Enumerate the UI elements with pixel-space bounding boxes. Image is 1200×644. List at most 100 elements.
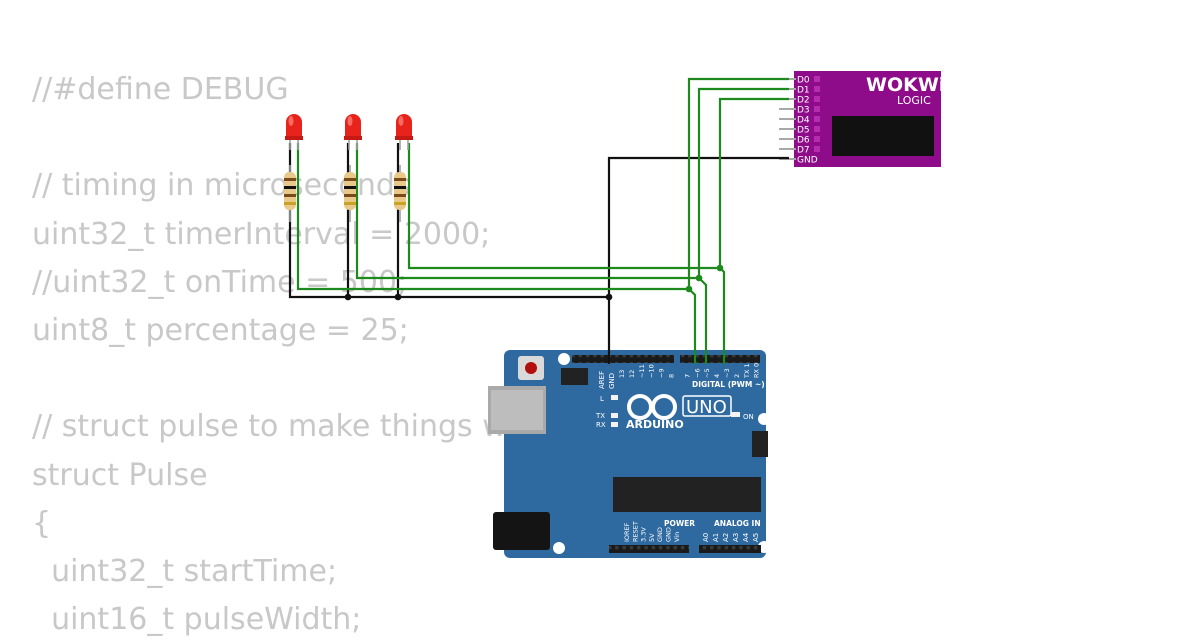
logic-pin-label: D3 xyxy=(797,106,810,116)
digital-header[interactable] xyxy=(572,355,674,363)
resistor-band xyxy=(284,178,296,181)
wire-d1-logic[interactable] xyxy=(697,87,789,278)
resistor-band xyxy=(344,178,356,181)
digital-pin-label: TX 1 xyxy=(743,363,751,379)
wire-led3-signal[interactable] xyxy=(407,143,726,364)
logic-pin-label: D2 xyxy=(797,96,810,106)
analog-pin-label: A0 xyxy=(702,533,710,542)
junction-dot xyxy=(394,293,402,301)
led-tx-label: TX xyxy=(595,412,605,420)
resistor-band xyxy=(394,194,406,197)
power-jack xyxy=(493,512,550,550)
resistor-band xyxy=(394,202,406,205)
usb-connector-inner xyxy=(491,390,543,430)
resistor-band xyxy=(284,186,296,189)
logic-subtitle: LOGIC xyxy=(897,94,931,107)
logic-pin-label: D4 xyxy=(797,116,810,126)
logic-pin-pad xyxy=(814,106,820,112)
logic-pin-label: D1 xyxy=(797,86,810,96)
analog-pin-label: A4 xyxy=(742,532,750,542)
uno-label-box xyxy=(682,395,732,417)
logic-pin-pad xyxy=(814,76,820,82)
logic-pin-pad xyxy=(814,126,820,132)
resistor[interactable] xyxy=(394,165,406,222)
red-led[interactable] xyxy=(285,114,303,150)
analog-header[interactable] xyxy=(699,545,761,553)
wire-d0-logic[interactable] xyxy=(687,77,789,289)
digital-pin-label: 7 xyxy=(683,374,691,378)
code-line: // struct pulse to make things wo xyxy=(32,409,526,445)
logic-display xyxy=(832,116,934,156)
power-pin-label: GND xyxy=(656,527,664,542)
power-pin-label: Vin xyxy=(673,532,681,542)
logic-pin-pad xyxy=(814,116,820,122)
led-highlight xyxy=(288,116,294,126)
led-group[interactable] xyxy=(284,114,413,222)
mounting-hole xyxy=(553,542,565,554)
reset-button-cap[interactable] xyxy=(525,362,537,374)
digital-pin-label: ~11 xyxy=(638,364,646,378)
code-line: //#define DEBUG xyxy=(32,72,289,107)
led-l-indicator xyxy=(611,395,618,400)
led-rim xyxy=(395,136,413,140)
power-pin-label: GND xyxy=(665,527,673,542)
led-rim xyxy=(344,136,362,140)
code-line: { xyxy=(32,505,52,541)
resistor[interactable] xyxy=(284,165,296,222)
aref-label: AREF xyxy=(598,371,606,389)
analog-pin-label: A5 xyxy=(752,533,760,542)
power-header[interactable] xyxy=(609,545,689,553)
code-line: uint32_t timerInterval = 2000; xyxy=(32,216,491,252)
wire-d2-logic[interactable] xyxy=(718,97,789,268)
logic-pin-pad xyxy=(814,96,820,102)
led-highlight xyxy=(398,116,404,126)
logic-pin-label: D5 xyxy=(797,126,810,136)
resistor-band xyxy=(344,194,356,197)
power-pin-label: 3.3V xyxy=(640,527,648,542)
red-led[interactable] xyxy=(395,114,413,150)
analog-pin-label: A1 xyxy=(712,533,720,542)
resistor-band xyxy=(394,178,406,181)
on-label: ON xyxy=(743,413,754,421)
resistor-body xyxy=(394,172,406,210)
digital-pin-label: 12 xyxy=(628,370,636,378)
logic-pin-label: D7 xyxy=(797,146,810,156)
digital-pin-label: 2 xyxy=(733,374,741,378)
logic-pin-label: D6 xyxy=(797,136,810,146)
junction-dot xyxy=(716,264,724,272)
wires[interactable] xyxy=(288,77,789,364)
gnd-label: GND xyxy=(608,373,616,389)
code-line: uint8_t percentage = 25; xyxy=(32,312,409,348)
junction-dot xyxy=(685,285,693,293)
red-led[interactable] xyxy=(344,114,362,150)
led-highlight xyxy=(347,116,353,126)
digital-pin-label: 13 xyxy=(618,370,626,378)
digital-pin-label: ~6 xyxy=(693,368,701,378)
microcontroller-chip xyxy=(613,477,761,512)
wire-gnd-bus[interactable] xyxy=(288,143,609,299)
digital-pin-label: 4 xyxy=(713,374,721,378)
led-rx-indicator xyxy=(611,422,618,427)
resistor-body xyxy=(284,172,296,210)
logic-pin-pad xyxy=(814,136,820,142)
icsp-header-2 xyxy=(752,431,768,457)
logic-brand: WOKWi xyxy=(866,74,945,96)
resistor-band xyxy=(284,202,296,205)
code-line: //uint32_t onTime = 500; xyxy=(32,264,408,300)
resistor[interactable] xyxy=(344,165,356,222)
resistor-band xyxy=(394,186,406,189)
mounting-hole xyxy=(758,413,770,425)
digital-header-2[interactable] xyxy=(680,355,760,363)
digital-pin-label: RX 0 xyxy=(753,363,761,378)
led-body xyxy=(345,114,361,138)
power-pin-label: RESET xyxy=(631,521,639,542)
led-rim xyxy=(285,136,303,140)
led-rx-label: RX xyxy=(596,421,606,429)
analog-pin-label: A3 xyxy=(732,533,740,542)
